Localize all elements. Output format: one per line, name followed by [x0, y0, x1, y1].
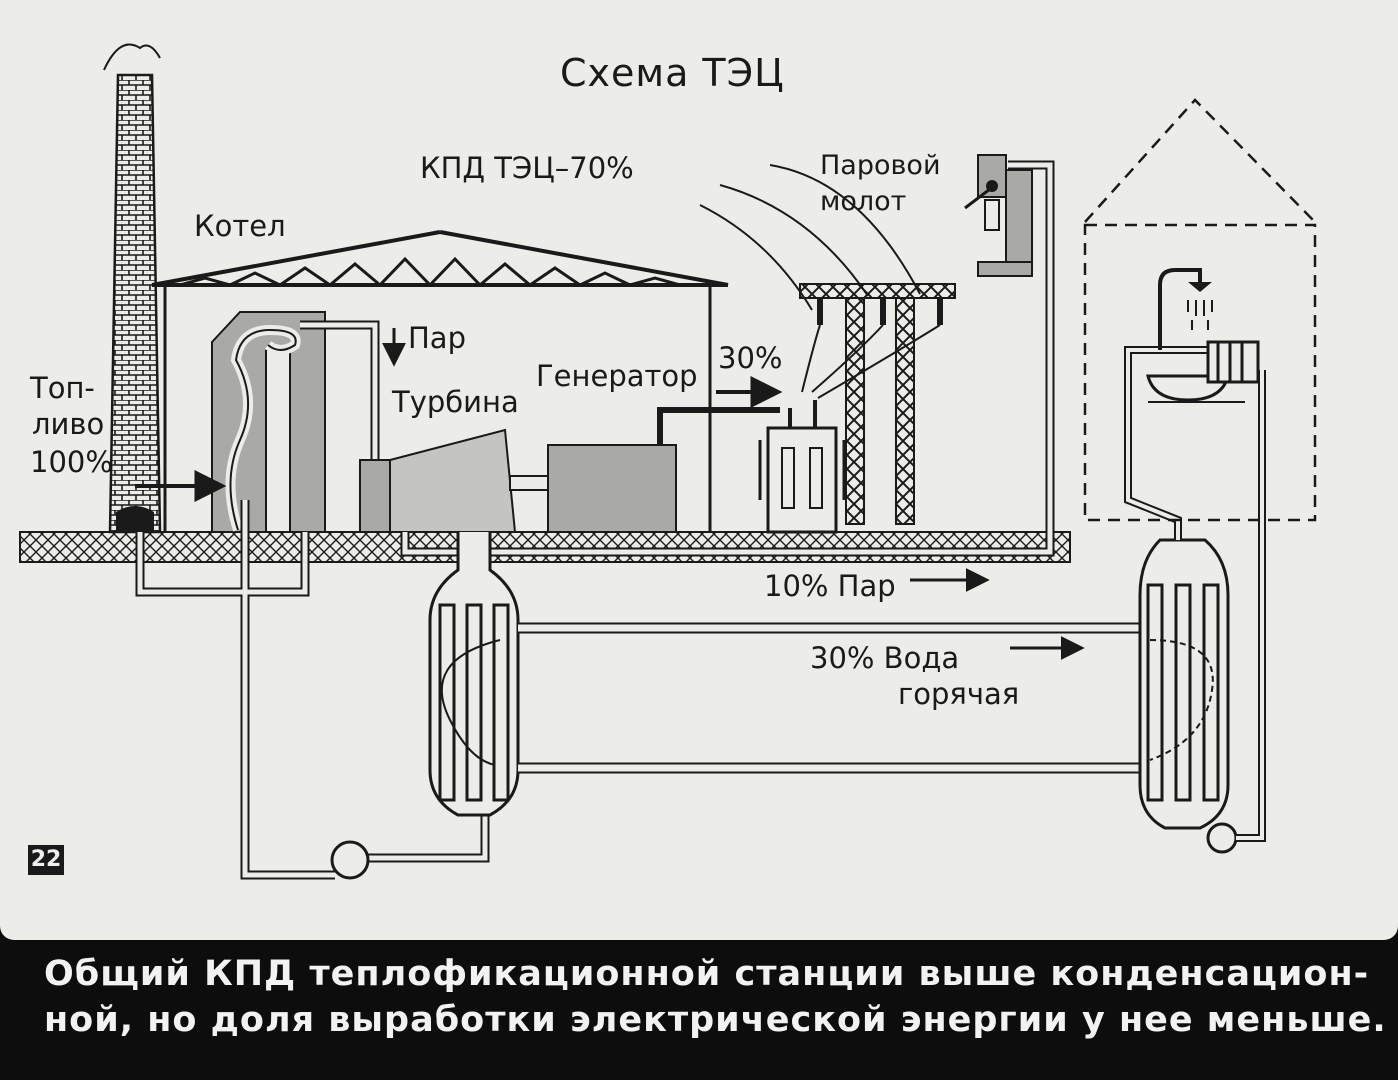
caption-line-1: Общий КПД теплофикационной станции выше … — [44, 954, 1370, 994]
boiler — [135, 311, 326, 533]
fuel-label-line1: Топ- — [30, 371, 95, 405]
electricity-percent: 30% — [718, 341, 783, 375]
house — [1083, 98, 1317, 522]
steam-output-label: 10% Пар — [764, 569, 896, 603]
steam-hammer-label-line1: Паровой — [820, 150, 941, 181]
power-pylon — [699, 164, 956, 525]
hot-water-mains — [518, 622, 1145, 774]
hot-water-label-line2: горячая — [898, 677, 1020, 711]
caption-line-2: ной, но доля выработки электрической эне… — [44, 1000, 1387, 1040]
heat-exchanger-plant — [428, 532, 520, 817]
caption: Общий КПД теплофикационной станции выше … — [0, 940, 1398, 1080]
steam-label: Пар — [408, 321, 466, 355]
efficiency-label: КПД ТЭЦ–70% — [420, 151, 634, 185]
diagram-title: Схема ТЭЦ — [560, 51, 785, 95]
chimney — [103, 43, 162, 534]
slide-number: 22 — [28, 845, 64, 875]
turbine — [359, 428, 549, 533]
transformer — [758, 400, 846, 534]
slide-frame: Схема ТЭЦ Котел Топ- ливо 100% Пар Турби… — [0, 0, 1398, 940]
plant-building — [151, 230, 729, 532]
steam-hammer-label-line2: молот — [820, 186, 907, 217]
chp-plant-diagram — [19, 43, 1317, 880]
boiler-label: Котел — [194, 209, 286, 243]
turbine-label: Турбина — [392, 385, 519, 419]
ground — [19, 531, 1071, 563]
hot-water-label-line1: 30% Вода — [810, 641, 960, 675]
generator-label: Генератор — [536, 359, 698, 393]
steam-hammer — [964, 154, 1033, 277]
generator — [547, 376, 783, 533]
fuel-label-line2: ливо — [32, 407, 105, 441]
feed-pump — [330, 840, 370, 880]
heat-exchanger-consumer — [1124, 346, 1266, 854]
fuel-percent: 100% — [30, 445, 113, 479]
